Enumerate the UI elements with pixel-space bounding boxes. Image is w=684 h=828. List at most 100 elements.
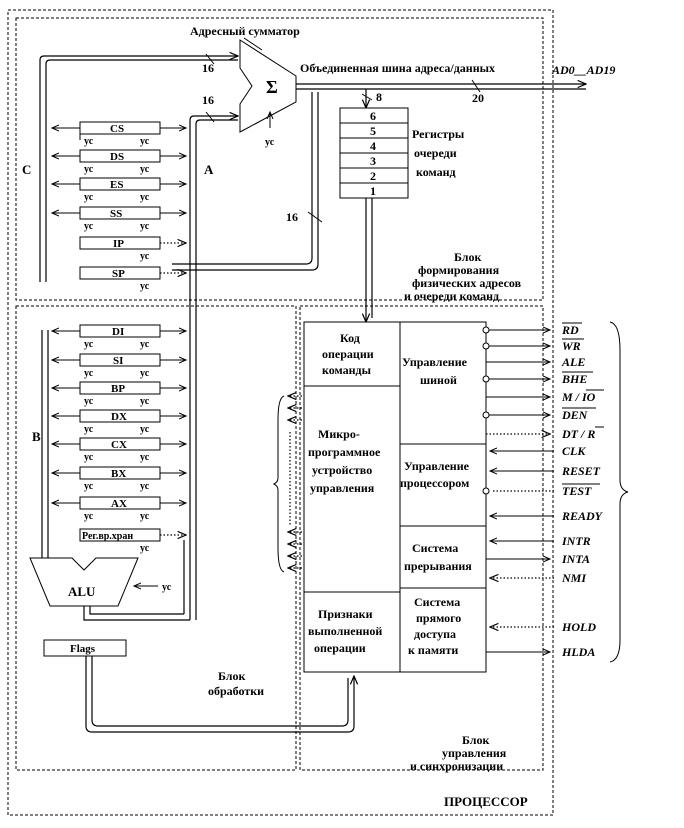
flags-label: Flags	[70, 643, 96, 655]
us-label: ус	[84, 452, 94, 463]
queue-title-1: Регистры	[412, 127, 465, 141]
cu-flags-2: выполненной	[308, 624, 382, 638]
us-label: ус	[140, 481, 150, 492]
us-label: ус	[84, 221, 94, 232]
adder-input-low	[189, 116, 238, 620]
reg-label: DS	[110, 151, 124, 163]
us-label: ус	[140, 221, 150, 232]
cu-micro-4: управления	[310, 481, 375, 495]
control-outputs	[272, 396, 302, 573]
us-label: ус	[140, 251, 150, 262]
signal-label: RESET	[561, 464, 601, 478]
addr-block-label-4: и очереди команд	[404, 289, 499, 303]
queue-title-3: команд	[416, 165, 456, 179]
us-label: ус	[84, 424, 94, 435]
queue-slot-label: 4	[370, 139, 376, 153]
slash-16-b	[205, 111, 215, 123]
adder-us-label: ус	[265, 137, 275, 148]
processor-label: ПРОЦЕССОР	[444, 794, 528, 809]
addr-block-label-2: формирования	[418, 263, 500, 277]
proc-block-label-2: обработки	[208, 684, 264, 698]
us-label: ус	[140, 511, 150, 522]
queue-slot-label: 3	[370, 154, 376, 168]
cu-micro-1: Микро-	[318, 427, 360, 441]
signal-label: DT / R	[561, 427, 595, 441]
us-label: ус	[140, 368, 150, 379]
cu-flags-3: операции	[314, 641, 366, 655]
signal-label: INTR	[561, 534, 591, 548]
reg-label: DI	[112, 326, 124, 338]
cu-micro-2: программное	[308, 445, 381, 459]
us-label: ус	[140, 339, 150, 350]
cu-micro-3: устройство	[312, 463, 372, 477]
cu-dma-1: Система	[414, 595, 460, 609]
signal-label: RD	[561, 323, 579, 337]
slash-20	[471, 79, 481, 93]
cu-opcode-2: операции	[322, 347, 374, 361]
ctrl-block-label-2: управления	[442, 746, 507, 760]
processor-outline	[7, 9, 554, 816]
cu-proc-ctrl-2: процессором	[400, 476, 469, 490]
reg-label: SS	[110, 208, 122, 220]
us-label: ус	[84, 339, 94, 350]
signal-label: ALE	[561, 355, 585, 369]
reg-label: CX	[111, 439, 127, 451]
gp-registers: DI ус ус SI ус ус BP ус ус DX ус ус CX у…	[42, 324, 186, 568]
adder-sigma: Σ	[266, 77, 278, 97]
alu-output	[83, 606, 190, 621]
queue-slot-label: 2	[370, 169, 376, 183]
signal-label: M / IO	[561, 390, 596, 404]
slash-8	[361, 93, 373, 101]
us-label: ус	[84, 368, 94, 379]
cu-intr-1: Система	[412, 541, 458, 555]
width-20: 20	[472, 91, 484, 105]
addr-block-label-3: физических адресов	[412, 276, 522, 290]
flags-register	[43, 639, 127, 657]
adder-input-top-inner	[45, 59, 238, 282]
us-label: ус	[140, 452, 150, 463]
cu-intr-2: прерывания	[404, 559, 472, 573]
ctrl-block-outline	[299, 305, 544, 771]
us-label: ус	[84, 481, 94, 492]
cu-dma-2: прямого	[416, 611, 461, 625]
adder-label: Адресный сумматор	[190, 24, 300, 38]
slash-16-c	[307, 211, 323, 223]
us-label: ус	[140, 543, 150, 554]
width-16-b: 16	[202, 93, 214, 107]
cu-dma-4: к памяти	[408, 643, 458, 657]
external-signals: RD WR ALE BHE M / IO DEN DT / R CLK RESE…	[482, 321, 629, 663]
queue-slot-label: 1	[370, 184, 376, 198]
ctrl-block-label-1: Блок	[462, 733, 490, 747]
bus-to-regs-inner	[172, 92, 319, 271]
alu-label: ALU	[68, 584, 96, 599]
reg-label: BX	[111, 468, 126, 480]
reg-label: DX	[111, 411, 127, 423]
cu-opcode-1: Код	[340, 331, 360, 345]
us-label: ус	[140, 192, 150, 203]
segment-registers: CS ус ус DS ус ус ES ус ус SS ус ус IP у…	[52, 121, 186, 292]
ad-label: AD0__AD19	[551, 63, 615, 77]
signal-label: TEST	[562, 484, 592, 498]
reg-label: CS	[110, 123, 124, 135]
flags-to-cu	[85, 656, 354, 733]
control-unit: Код операции команды Микро- программное …	[303, 321, 487, 673]
cu-bus-ctrl-2: шиной	[420, 373, 457, 387]
queue-slot	[339, 182, 409, 199]
width-8: 8	[376, 90, 382, 104]
ctrl-block-label-3: и синхронизации	[410, 759, 503, 773]
reg-label: Рег.вр.хран	[82, 531, 133, 542]
instruction-queue: 6 5 4 3 2 1	[339, 107, 409, 199]
signal-label: INTA	[561, 552, 590, 566]
us-label: ус	[140, 396, 150, 407]
adder-shape	[239, 39, 297, 133]
proc-block-outline	[15, 305, 297, 771]
signal-label: CLK	[562, 444, 586, 458]
addr-block-label-1: Блок	[454, 250, 482, 264]
bus-b-label: B	[32, 429, 41, 444]
bus-c-label: C	[22, 162, 31, 177]
cu-dma-3: доступа	[414, 627, 456, 641]
us-label: ус	[84, 164, 94, 175]
proc-block-label-1: Блок	[218, 669, 246, 683]
us-label: ус	[140, 136, 150, 147]
